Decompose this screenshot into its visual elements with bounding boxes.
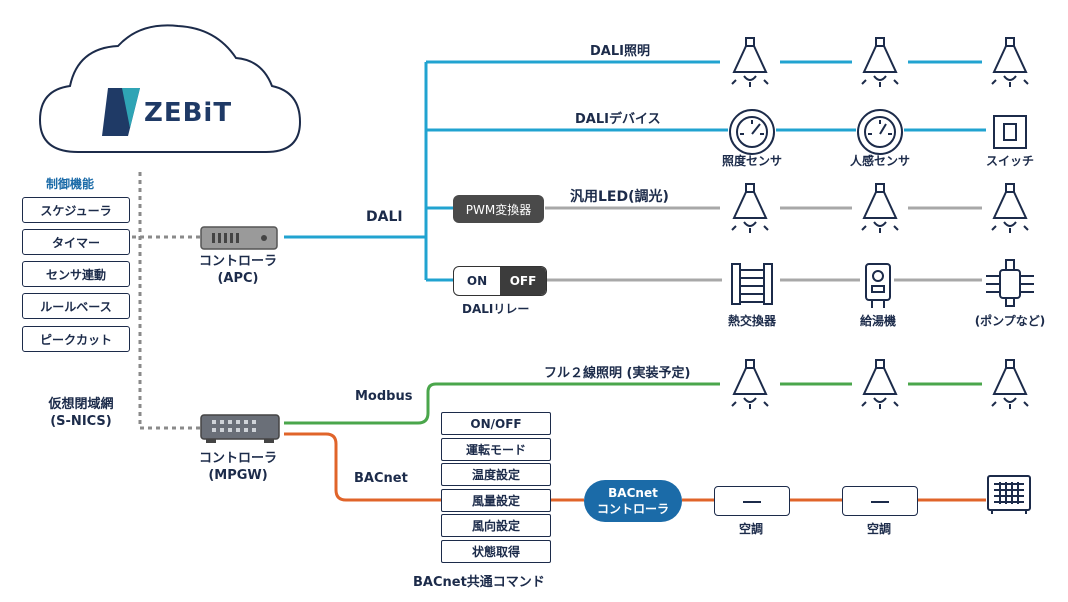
relay-on: ON	[466, 274, 488, 288]
cmd-run-mode: 運転モード	[441, 438, 551, 461]
bacnet-controller-line2: コントローラ	[596, 502, 669, 516]
led-light-icon-3	[991, 183, 1029, 233]
motion-sensor-label: 人感センサ	[849, 154, 910, 168]
dali-light-icon-3	[991, 37, 1029, 87]
illuminance-sensor-icon	[729, 109, 775, 155]
dali-relay-caption: DALIリレー	[462, 302, 530, 316]
relay-off: OFF	[500, 267, 546, 295]
mpgw-line2: (MPGW)	[208, 468, 268, 483]
dali-light-icon-2	[861, 37, 899, 87]
apc-controller-icon	[200, 226, 278, 250]
full-2wire-label: フル２線照明 (実装予定)	[544, 366, 691, 381]
ac-unit-1-label: 空調	[738, 522, 763, 536]
function-rule-base: ルールベース	[22, 293, 130, 319]
zebit-logo-mark	[102, 88, 140, 136]
network-label: 仮想閉域網 (S-NICS)	[26, 396, 136, 430]
bacnet-controller-line1: BACnet	[608, 486, 658, 500]
switch-icon	[993, 115, 1027, 149]
ac-unit-2-label: 空調	[866, 522, 891, 536]
function-sensor-link: センサ連動	[22, 261, 130, 287]
water-heater-label: 給湯機	[859, 314, 896, 328]
cmd-onoff: ON/OFF	[441, 412, 551, 435]
general-led-label: 汎用LED(調光)	[570, 189, 669, 205]
modbus-line	[284, 382, 982, 425]
cmd-air-direction: 風向設定	[441, 514, 551, 537]
modbus-light-icon-3	[991, 359, 1029, 409]
zebit-logo: ZEBiT	[100, 84, 250, 144]
outdoor-unit-icon	[987, 475, 1031, 514]
led-light-icon-1	[731, 183, 769, 233]
function-timer: タイマー	[22, 229, 130, 255]
motion-sensor-icon	[857, 109, 903, 155]
function-scheduler: スケジューラ	[22, 197, 130, 223]
cmd-airflow: 風量設定	[441, 489, 551, 512]
pump-label: (ポンプなど)	[974, 314, 1046, 328]
apc-line1: コントローラ	[198, 254, 277, 269]
pwm-converter: PWM変換器	[453, 195, 544, 223]
function-peak-cut: ピークカット	[22, 326, 130, 352]
zebit-logo-text: ZEBiT	[144, 98, 233, 128]
modbus-light-icon-1	[731, 359, 769, 409]
apc-line2: (APC)	[217, 271, 259, 286]
bacnet-commands-caption: BACnet共通コマンド	[413, 575, 545, 590]
led-light-icon-2	[861, 183, 899, 233]
illuminance-sensor-label: 照度センサ	[721, 154, 782, 168]
mpgw-label: コントローラ (MPGW)	[178, 450, 298, 484]
heat-exchanger-icon	[731, 263, 773, 305]
bacnet-line	[284, 432, 584, 502]
network-dotted-line	[138, 172, 200, 430]
mpgw-line1: コントローラ	[198, 451, 277, 466]
cmd-status: 状態取得	[441, 540, 551, 563]
cmd-temperature: 温度設定	[441, 463, 551, 486]
dali-light-icon-1	[731, 37, 769, 87]
network-line2: (S-NICS)	[50, 414, 112, 429]
modbus-protocol-label: Modbus	[355, 389, 413, 404]
modbus-light-icon-2	[861, 359, 899, 409]
pump-icon	[986, 259, 1034, 307]
dali-devices-label: DALIデバイス	[575, 112, 661, 127]
dali-relay: ON OFF	[453, 266, 547, 296]
ac-unit-2	[842, 486, 918, 516]
dali-lighting-label: DALI照明	[590, 44, 650, 59]
water-heater-icon	[865, 263, 891, 308]
network-line1: 仮想閉域網	[48, 397, 114, 412]
functions-title: 制御機能	[46, 177, 95, 191]
bacnet-controller: BACnet コントローラ	[584, 480, 682, 522]
ac-unit-1	[714, 486, 790, 516]
apc-label: コントローラ (APC)	[178, 253, 298, 287]
bacnet-protocol-label: BACnet	[354, 471, 408, 486]
heat-exchanger-label: 熱交換器	[727, 314, 776, 328]
dali-protocol-label: DALI	[366, 209, 403, 225]
mpgw-controller-icon	[200, 414, 280, 443]
switch-label: スイッチ	[985, 154, 1034, 168]
